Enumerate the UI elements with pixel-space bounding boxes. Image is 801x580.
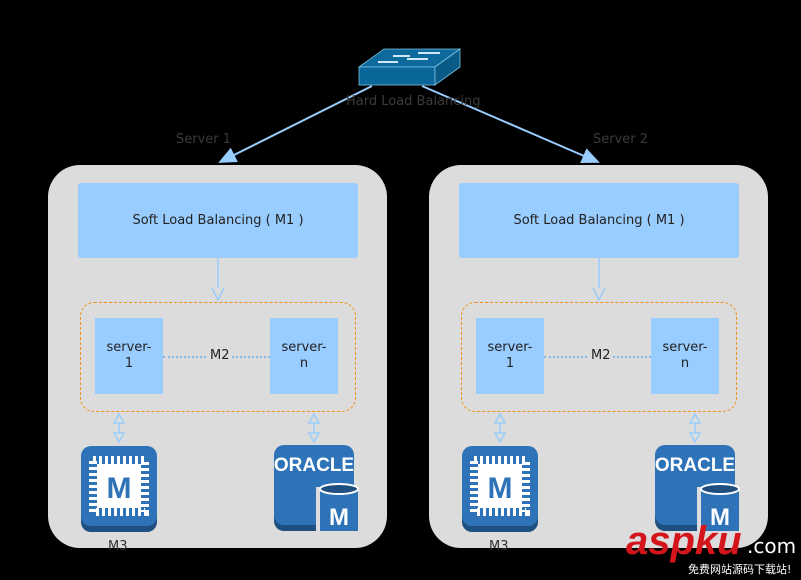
soft-load-balancing-box: Soft Load Balancing ( M1 ) xyxy=(459,183,739,258)
hard-load-balancing-label: Hard Load Balancing xyxy=(346,94,481,109)
server-1-label: Server 1 xyxy=(176,132,232,147)
svg-text:M: M xyxy=(488,472,513,505)
cluster-label: M2 xyxy=(589,348,613,363)
watermark-tagline: 免费网站源码下载站! xyxy=(688,563,792,576)
svg-text:M: M xyxy=(329,504,349,531)
cache-label: M3 xyxy=(489,539,509,554)
arrow-to-server-2 xyxy=(421,85,600,164)
oracle-label: ORACLE xyxy=(274,455,354,476)
bidirectional-arrow-cache xyxy=(493,412,507,444)
network-switch-icon xyxy=(357,48,462,86)
server-panel: Soft Load Balancing ( M1 ) M ORACLE M se… xyxy=(48,165,387,554)
soft-lb-label: Soft Load Balancing ( M1 ) xyxy=(132,213,304,228)
panel-connectors: M ORACLE M xyxy=(462,258,740,533)
server-2-label: Server 2 xyxy=(593,132,649,147)
watermark-suffix: .com xyxy=(747,534,797,558)
oracle-database-icon: ORACLE M xyxy=(274,445,359,533)
arrow-down xyxy=(211,287,225,302)
server-cluster-group xyxy=(80,302,356,412)
server-first-box: server- 1 xyxy=(476,318,544,394)
watermark-brand: aspku xyxy=(626,519,742,563)
server-panel: Soft Load Balancing ( M1 ) M ORACLE M se… xyxy=(429,165,768,554)
arrow-down xyxy=(592,287,606,302)
arrow-to-server-1 xyxy=(218,85,373,163)
memcache-chip-icon: M xyxy=(81,446,157,532)
oracle-label: ORACLE xyxy=(655,455,735,476)
svg-text:M: M xyxy=(710,504,730,531)
bidirectional-arrow-cache xyxy=(112,412,126,444)
server-first-box: server- 1 xyxy=(95,318,163,394)
oracle-database-icon: ORACLE M xyxy=(655,445,740,533)
soft-lb-label: Soft Load Balancing ( M1 ) xyxy=(513,213,685,228)
bidirectional-arrow-db xyxy=(688,412,702,444)
bidirectional-arrow-db xyxy=(307,412,321,444)
soft-load-balancing-box: Soft Load Balancing ( M1 ) xyxy=(78,183,358,258)
watermark-logo: aspku xyxy=(626,519,742,563)
server-last-box: server- n xyxy=(651,318,719,394)
memcache-chip-icon: M xyxy=(462,446,538,532)
server-last-box: server- n xyxy=(270,318,338,394)
server-cluster-group xyxy=(461,302,737,412)
cache-label: M3 xyxy=(108,539,128,554)
cluster-label: M2 xyxy=(208,348,232,363)
panel-connectors: M ORACLE M xyxy=(81,258,359,533)
svg-text:M: M xyxy=(107,472,132,505)
